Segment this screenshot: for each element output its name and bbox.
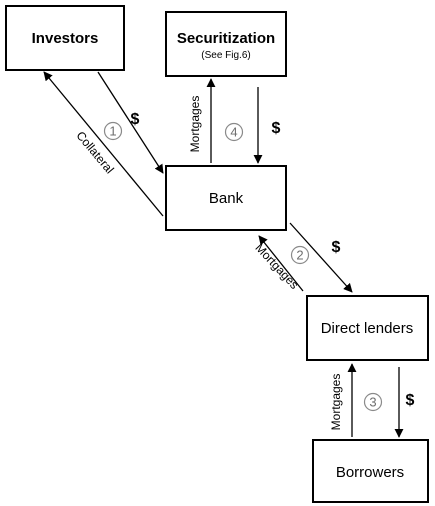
borrowers-box [312,439,429,503]
step-circle-4 [224,122,244,142]
money-arrow-investors-to-bank [97,71,164,174]
investors-label: Investors [32,30,99,47]
securitization-sublabel: (See Fig.6) [201,50,250,61]
direct-lenders-box [306,295,429,361]
borrowers-node: Borrowers [312,439,429,503]
mortgages-label-flow-4: Mortgages [188,96,202,153]
bank-label: Bank [209,190,244,207]
borrowers-label: Borrowers [336,464,404,481]
step-number-3: 3 [369,395,376,410]
dollar-label-flow-2: $ [332,239,341,256]
securitization-box [165,11,287,77]
money-arrow-bank-to-lenders [289,222,353,293]
mortgages-arrow-lenders-to-bank [258,235,304,292]
bank-box [165,165,287,231]
step-number-2: 2 [296,248,303,263]
securitization-label: Securitization [177,30,275,47]
mortgages-label-flow-3: Mortgages [329,374,343,431]
investors-box [5,5,125,71]
dollar-label-flow-1: $ [131,111,140,128]
step-circle-3 [363,392,383,412]
direct-lenders-node: Direct lenders [306,295,429,361]
step-circle-1 [103,121,123,141]
dollar-label-flow-3: $ [406,392,415,409]
step-circle-2 [290,245,310,265]
flow-lenders-borrowers: Mortgages 3 $ [329,363,415,438]
securitization-node: Securitization (See Fig.6) [165,11,287,77]
investors-node: Investors [5,5,125,71]
dollar-label-flow-4: $ [272,120,281,137]
step-number-4: 4 [230,125,237,140]
collateral-arrow-bank-to-investors [43,71,164,217]
flow-bank-direct-lenders: $ 2 Mortgages [252,222,353,293]
direct-lenders-label: Direct lenders [321,320,414,337]
flow-investors-bank: $ Collateral 1 [43,71,164,217]
bank-node: Bank [165,165,287,231]
flow-bank-securitization: Mortgages 4 $ [188,78,281,164]
step-number-1: 1 [109,124,116,139]
